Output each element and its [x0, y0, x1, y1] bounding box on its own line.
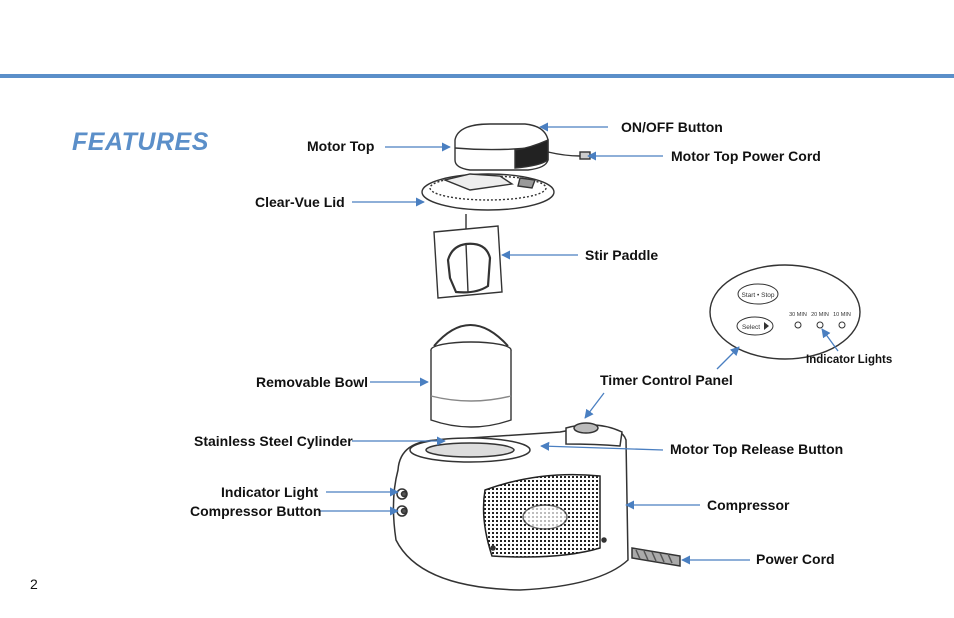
- label-compressor-button: Compressor Button: [190, 503, 322, 519]
- label-timer-control-panel: Timer Control Panel: [600, 372, 733, 388]
- timer-20-label: 20 MIN: [811, 312, 829, 318]
- label-motor-top-power-cord: Motor Top Power Cord: [671, 148, 821, 164]
- timer-30-label: 30 MIN: [789, 312, 807, 318]
- removable-bowl-illustration: [430, 324, 512, 428]
- page-title: FEATURES: [72, 128, 209, 156]
- clear-vue-lid-illustration: [421, 173, 555, 211]
- label-power-cord: Power Cord: [756, 551, 835, 567]
- page-number: 2: [30, 576, 38, 592]
- timer-panel-illustration: Start • Stop Select 30 MIN 20 MIN 10 MIN: [709, 264, 861, 360]
- label-stainless-steel-cylinder: Stainless Steel Cylinder: [194, 433, 353, 449]
- label-stir-paddle: Stir Paddle: [585, 247, 659, 263]
- label-compressor: Compressor: [707, 497, 790, 513]
- callout-arrows: [320, 122, 839, 565]
- label-motor-top-release-button: Motor Top Release Button: [670, 441, 844, 457]
- label-indicator-lights: Indicator Lights: [806, 354, 893, 366]
- base-unit-illustration: [392, 422, 681, 591]
- select-label: Select: [742, 324, 760, 331]
- label-removable-bowl: Removable Bowl: [256, 374, 369, 390]
- label-on-off-button: ON/OFF Button: [621, 119, 723, 135]
- stir-paddle-illustration: [433, 214, 503, 299]
- header-rule: [0, 74, 954, 78]
- motor-top-illustration: [454, 123, 591, 171]
- start-stop-label: Start • Stop: [742, 292, 775, 299]
- label-indicator-light: Indicator Light: [221, 484, 319, 500]
- timer-10-label: 10 MIN: [833, 312, 851, 318]
- label-clear-vue-lid: Clear-Vue Lid: [255, 194, 345, 210]
- label-motor-top: Motor Top: [307, 138, 375, 154]
